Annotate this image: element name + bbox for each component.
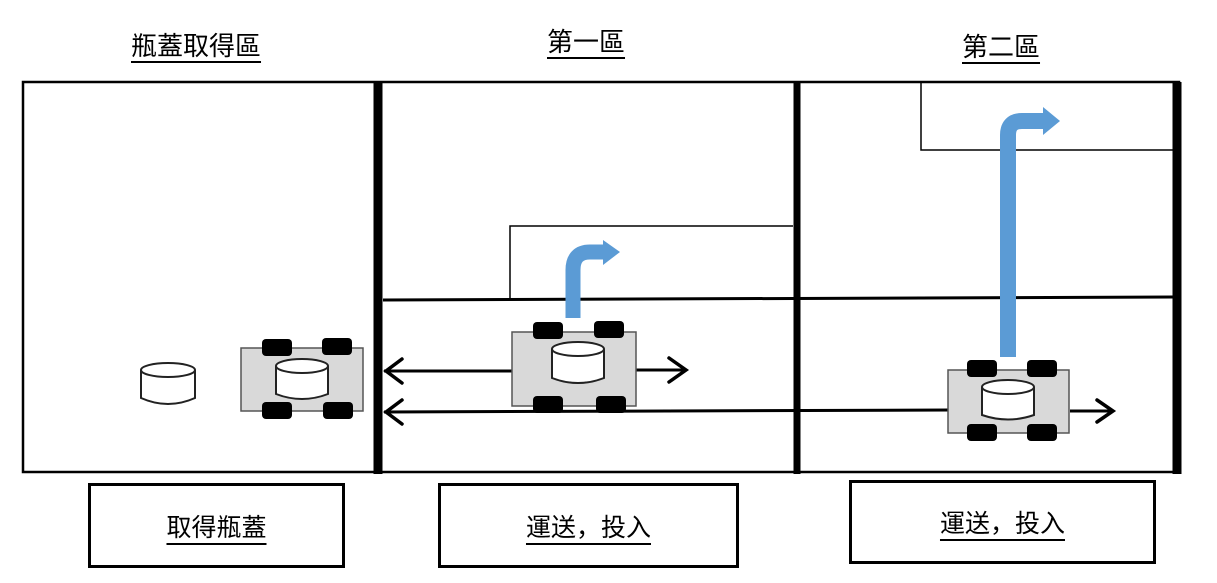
bottle-cap-icon: [140, 362, 196, 405]
action-label: 取得瓶蓋: [166, 512, 267, 542]
action-box-zone1: 運送，投入: [438, 483, 739, 568]
zone2-target-box: [920, 82, 1173, 151]
bent-arrow-icon: [1000, 107, 1060, 357]
cart-icon: [240, 338, 364, 419]
action-label: 運送，投入: [525, 512, 651, 542]
right-arrow-zone2: [1070, 398, 1117, 424]
zone-title-pickup: 瓶蓋取得區: [131, 32, 262, 62]
action-label: 運送，投入: [939, 509, 1065, 538]
zone-title-zone2: 第二區: [962, 33, 1041, 63]
right-arrow-zone1: [636, 356, 690, 384]
left-arrow-upper: [383, 357, 512, 385]
cart-icon: [947, 360, 1070, 441]
action-box-zone2: 運送，投入: [849, 480, 1156, 564]
bent-arrow-icon: [565, 240, 620, 318]
cart-icon: [511, 321, 637, 413]
left-arrow-lower: [383, 398, 951, 426]
action-box-pickup: 取得瓶蓋: [88, 483, 345, 568]
zone1-target-box: [509, 225, 793, 298]
zone-title-zone1: 第一區: [547, 28, 626, 58]
lane-line: [382, 295, 1175, 302]
